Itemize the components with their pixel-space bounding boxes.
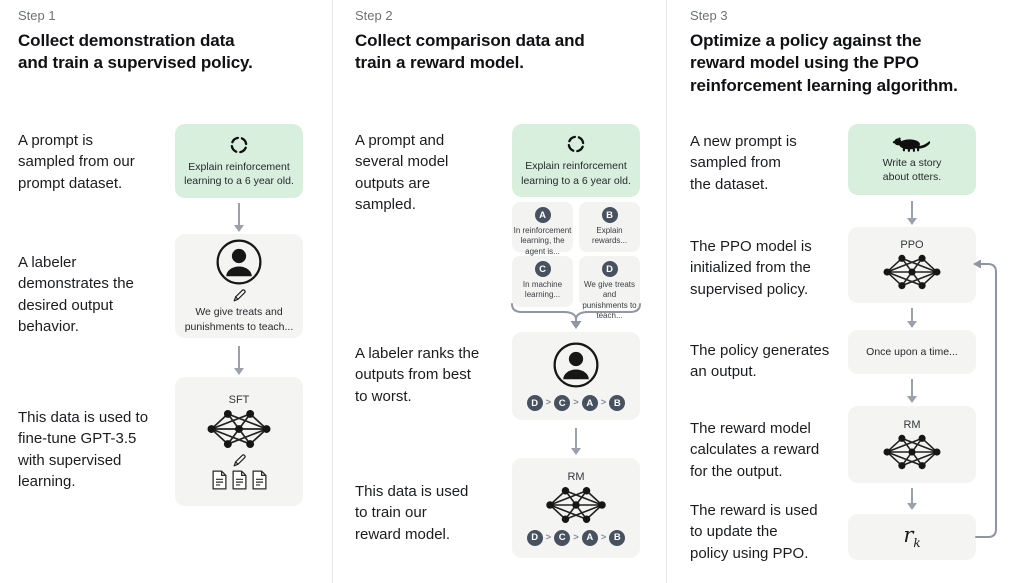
step1-arrow-1 [234, 203, 244, 232]
step3-arrow-2 [907, 308, 917, 328]
step1-demo-text: We give treats and punishments to teach.… [184, 306, 294, 333]
document-icon [231, 470, 248, 490]
rank-separator: > [545, 531, 552, 543]
rank-badge: C [554, 529, 571, 546]
feedback-loop-arrow [973, 259, 997, 538]
step3-reward-box: rk [848, 514, 976, 560]
step2-prompt-text: Explain reinforcement learning to a 6 ye… [521, 160, 631, 187]
rank-separator: > [600, 397, 607, 409]
neural-network-icon [882, 433, 942, 471]
brace-arrow [511, 303, 641, 329]
step3-caption-new-prompt: A new prompt is sampled from the dataset… [690, 133, 797, 193]
step1-prompt-text: Explain reinforcement learning to a 6 ye… [184, 160, 294, 187]
ranking-strip: D > C > A > B [526, 395, 626, 411]
step1-label: Step 1 [18, 8, 56, 23]
rank-badge: A [581, 395, 598, 411]
step2-title: Collect comparison data and train a rewa… [355, 31, 585, 73]
output-text-d: We give treats and punishments to teach.… [582, 280, 637, 321]
rank-separator: > [573, 531, 579, 543]
neural-network-icon [545, 485, 607, 525]
step2-caption-ranks: A labeler ranks the outputs from best to… [355, 345, 480, 405]
step1-title: Collect demonstration data and train a s… [18, 31, 253, 73]
step2-rm-box: RM D > C > A > B [512, 458, 640, 558]
step2-label: Step 2 [355, 8, 393, 23]
rank-separator: > [573, 397, 579, 409]
output-box-a: A In reinforcement learning, the agent i… [512, 202, 573, 256]
step3-ppo-label: PPO [900, 239, 924, 251]
step3-prompt-box: Write a story about otters. [848, 124, 976, 195]
step2-arrow [571, 428, 581, 455]
rank-badge: C [554, 395, 571, 411]
step1-caption-prompt: A prompt is sampled from our prompt data… [18, 132, 135, 192]
refresh-cycle-icon [565, 133, 587, 155]
output-box-d: D We give treats and punishments to teac… [579, 256, 640, 320]
step3-output-box: Once upon a time... [848, 330, 976, 374]
person-icon [215, 238, 263, 286]
step1-caption-labeler: A labeler demonstrates the desired outpu… [18, 254, 134, 335]
output-badge-a: A [534, 207, 551, 223]
step3-label: Step 3 [690, 8, 728, 23]
step2-model-label: RM [567, 470, 585, 483]
rank-badge: B [609, 529, 626, 546]
step1-model-label: SFT [228, 393, 250, 406]
step2-caption-sampled: A prompt and several model outputs are s… [355, 132, 449, 213]
rank-badge: D [526, 395, 543, 411]
step1-caption-finetune: This data is used to fine-tune GPT-3.5 w… [18, 409, 149, 490]
step2-labeler-box: D > C > A > B [512, 332, 640, 420]
step1-arrow-2 [234, 346, 244, 375]
step3-arrow-1 [907, 201, 917, 225]
step2-prompt-box: Explain reinforcement learning to a 6 ye… [512, 124, 640, 197]
output-text-a: In reinforcement learning, the agent is.… [513, 226, 572, 256]
output-badge-d: D [601, 261, 618, 277]
column-divider-1 [332, 0, 333, 583]
step1-sft-box: SFT [175, 377, 303, 506]
step3-title: Optimize a policy against the reward mod… [690, 31, 958, 95]
otter-icon [892, 135, 932, 152]
output-box-c: C In machine learning... [512, 256, 573, 307]
output-badge-b: B [601, 207, 618, 223]
rank-badge: A [581, 529, 598, 546]
output-badge-c: C [534, 261, 551, 277]
reward-symbol: rk [903, 523, 921, 551]
step3-caption-output: The policy generates an output. [690, 342, 830, 381]
rank-badge: B [609, 395, 626, 411]
refresh-cycle-icon [228, 134, 250, 156]
output-text-b: Explain rewards... [591, 226, 628, 246]
rank-badge: D [526, 529, 543, 546]
step2-caption-train: This data is used to train our reward mo… [355, 483, 469, 543]
person-icon [552, 341, 600, 389]
step3-ppo-box: PPO [848, 227, 976, 303]
document-icon [251, 470, 268, 490]
step3-caption-init: The PPO model is initialized from the su… [690, 238, 812, 298]
rank-separator: > [545, 397, 552, 409]
ranking-strip: D > C > A > B [526, 529, 626, 546]
step3-arrow-4 [907, 488, 917, 510]
step3-arrow-3 [907, 379, 917, 403]
output-text-c: In machine learning... [522, 280, 563, 300]
step3-rm-box: RM [848, 406, 976, 483]
step1-labeler-box: We give treats and punishments to teach.… [175, 234, 303, 338]
step3-caption-update: The reward is used to update the policy … [690, 502, 818, 562]
neural-network-icon [206, 408, 272, 450]
step3-prompt-text: Write a story about otters. [882, 156, 942, 183]
output-box-b: B Explain rewards... [579, 202, 640, 252]
step1-prompt-box: Explain reinforcement learning to a 6 ye… [175, 124, 303, 198]
rank-separator: > [600, 531, 607, 543]
pencil-icon [232, 288, 247, 303]
step3-rm-label: RM [903, 418, 921, 431]
neural-network-icon [882, 253, 942, 291]
documents-icon [211, 470, 268, 490]
pencil-icon [232, 453, 247, 468]
step3-output-text: Once upon a time... [866, 346, 958, 358]
step3-caption-reward: The reward model calculates a reward for… [690, 420, 820, 480]
column-divider-2 [666, 0, 667, 583]
document-icon [211, 470, 228, 490]
